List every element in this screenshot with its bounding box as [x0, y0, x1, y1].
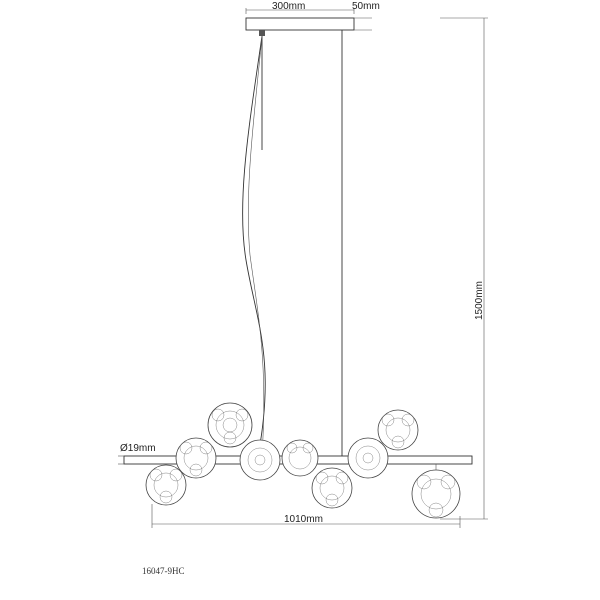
globe-shade [207, 402, 253, 448]
canopy-height-label: 50mm [352, 1, 380, 12]
globe-shade [145, 464, 187, 506]
bar-diameter-label: Ø19mm [120, 443, 156, 454]
globe-shade [347, 437, 389, 479]
cable-grip [259, 30, 265, 36]
total-height-label: 1500mm [474, 281, 485, 320]
model-code: 16047-9HC [142, 566, 185, 576]
globe-shade [411, 469, 461, 519]
globe-shade [281, 439, 319, 477]
suspension-cable-left [247, 35, 265, 457]
globe-shade [175, 437, 217, 479]
globe-shade [239, 439, 281, 481]
total-width-label: 1010mm [284, 514, 323, 525]
power-cord [242, 35, 266, 457]
ceiling-canopy [245, 17, 355, 31]
globe-shade [311, 467, 353, 509]
canopy-width-label: 300mm [272, 1, 305, 12]
globe-shades [145, 402, 461, 519]
globe-shade [377, 409, 419, 451]
